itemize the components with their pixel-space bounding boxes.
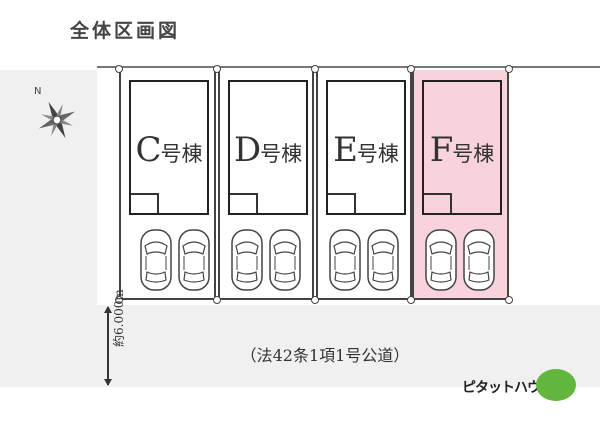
house-d: D号棟 — [228, 80, 308, 215]
car-icon — [463, 229, 495, 291]
boundary-pin — [505, 65, 513, 73]
lot-c[interactable]: C号棟 — [119, 70, 216, 300]
entrance-d — [230, 193, 258, 213]
title: 全体区画図 — [70, 20, 181, 42]
road-bottom — [0, 305, 600, 387]
boundary-pin — [115, 65, 123, 73]
lot-letter-d: D — [233, 130, 261, 170]
lot-e[interactable]: E号棟 — [316, 70, 412, 300]
car-icon — [425, 229, 457, 291]
lot-label-c: C号棟 — [131, 130, 207, 170]
logo: ピタットハウス — [462, 367, 582, 409]
lot-letter-c: C — [135, 130, 161, 170]
lot-suffix-f: 号棟 — [452, 142, 495, 166]
car-icon — [329, 229, 361, 291]
arrow-up-icon — [104, 306, 112, 313]
road-label: （法42条1項1号公道） — [240, 346, 410, 365]
site-boundary-top — [97, 66, 600, 68]
boundary-pin — [213, 296, 221, 304]
car-icon — [140, 229, 172, 291]
lot-d[interactable]: D号棟 — [218, 70, 314, 300]
boundary-pin — [505, 296, 513, 304]
car-icon — [269, 229, 301, 291]
boundary-pin — [311, 65, 319, 73]
house-f: F号棟 — [422, 80, 502, 215]
boundary-pin — [407, 296, 415, 304]
entrance-c — [131, 193, 159, 213]
entrance-f — [424, 193, 452, 213]
car-icon — [178, 229, 210, 291]
boundary-pin — [115, 296, 123, 304]
lot-suffix-e: 号棟 — [356, 142, 399, 166]
lot-label-f: F号棟 — [424, 130, 500, 170]
lot-f[interactable]: F号棟 — [412, 70, 509, 300]
car-icon — [367, 229, 399, 291]
lot-suffix-d: 号棟 — [260, 142, 303, 166]
boundary-pin — [311, 296, 319, 304]
car-icon — [231, 229, 263, 291]
lot-label-d: D号棟 — [230, 130, 306, 170]
road-left — [0, 70, 97, 305]
lot-suffix-c: 号棟 — [160, 142, 203, 166]
lot-label-e: E号棟 — [328, 130, 404, 170]
lot-letter-f: F — [429, 130, 454, 170]
arrow-down-icon — [104, 379, 112, 386]
road-width-label: 約6.000m — [112, 289, 126, 347]
lot-letter-e: E — [333, 130, 358, 170]
house-c: C号棟 — [129, 80, 209, 215]
boundary-pin — [213, 65, 221, 73]
road-width-line — [107, 307, 109, 385]
compass-icon: N — [34, 86, 76, 139]
house-e: E号棟 — [326, 80, 406, 215]
compass-north-label: N — [34, 86, 41, 97]
logo-mark-icon — [536, 369, 576, 401]
logo-text: ピタットハウス — [462, 380, 554, 396]
boundary-pin — [407, 65, 415, 73]
entrance-e — [328, 193, 356, 213]
